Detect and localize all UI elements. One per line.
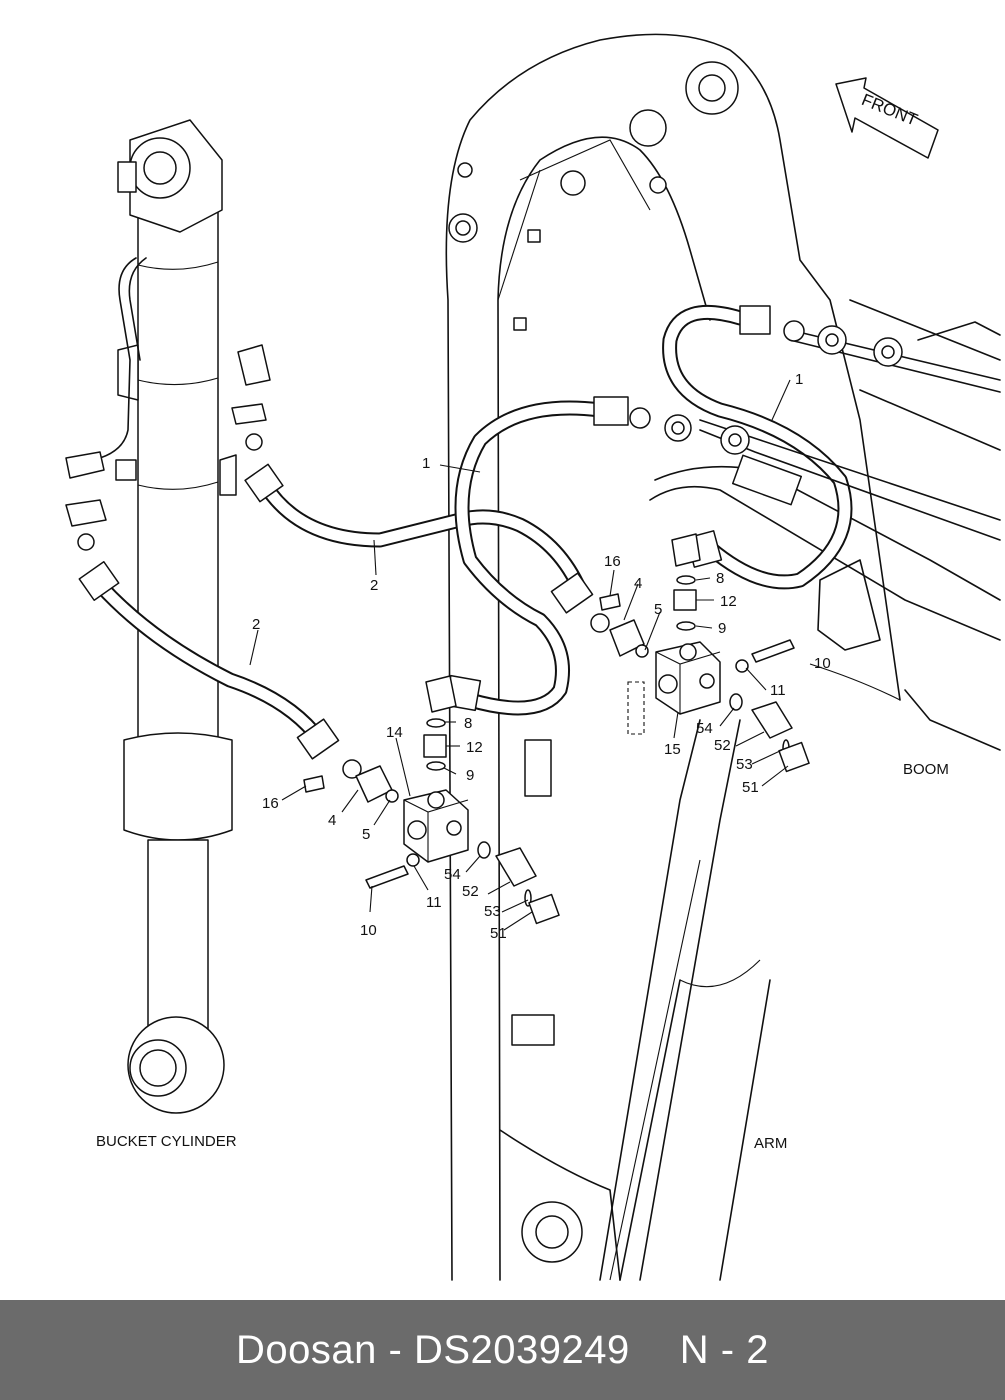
- valve-block-right: [590, 533, 810, 773]
- callout-12-right: 12: [720, 593, 737, 610]
- footer-bar: Doosan - DS2039249 N - 2: [0, 1300, 1005, 1400]
- callout-8-right: 8: [716, 570, 724, 587]
- callout-11-right: 11: [770, 682, 786, 699]
- leader-lines: [249, 379, 901, 931]
- callout-54-left: 54: [444, 866, 461, 883]
- callout-4-right: 4: [634, 575, 642, 592]
- callout-9-left: 9: [466, 767, 474, 784]
- callout-8-left: 8: [464, 715, 472, 732]
- callout-5-left: 5: [362, 826, 370, 843]
- callout-52-left: 52: [462, 883, 479, 900]
- arm-structure: [445, 33, 901, 1281]
- bucket-cylinder-label: BUCKET CYLINDER: [96, 1133, 237, 1150]
- callout-1-right: 1: [795, 371, 803, 388]
- callout-4-left: 4: [328, 812, 336, 829]
- callout-53-left: 53: [484, 903, 501, 920]
- arm-label: ARM: [754, 1135, 787, 1152]
- callout-16-right: 16: [604, 553, 621, 570]
- callout-12-left: 12: [466, 739, 483, 756]
- callout-14: 14: [386, 724, 403, 741]
- footer-part-number: DS2039249: [413, 1327, 630, 1372]
- front-arrow: FRONT: [835, 77, 939, 159]
- hose-lines: [78, 304, 1001, 760]
- callout-5-right: 5: [654, 601, 662, 618]
- callout-numbers: 1 1 2 2 4 4 5 5 8 8 9 9 10 10 11 11 12 1…: [252, 371, 831, 942]
- boom-structure: [649, 299, 1001, 751]
- callout-52-right: 52: [714, 737, 731, 754]
- callout-51-right: 51: [742, 779, 759, 796]
- callout-10-right: 10: [814, 655, 831, 672]
- bucket-cylinder: [65, 119, 271, 1114]
- callout-11-left: 11: [426, 894, 442, 911]
- callout-1-left: 1: [422, 455, 430, 472]
- callout-16-left: 16: [262, 795, 279, 812]
- footer-page: N - 2: [679, 1327, 769, 1372]
- callout-54-right: 54: [696, 720, 713, 737]
- callout-15: 15: [664, 741, 681, 758]
- hydraulic-piping-diagram: FRONT: [65, 33, 1001, 1281]
- callout-53-right: 53: [736, 756, 753, 773]
- valve-block-left: [303, 675, 560, 925]
- callout-10-left: 10: [360, 922, 377, 939]
- callout-9-right: 9: [718, 620, 726, 637]
- boom-label: BOOM: [903, 761, 949, 778]
- callout-51-left: 51: [490, 925, 507, 942]
- footer-separator: -: [388, 1327, 403, 1372]
- footer-brand: Doosan: [236, 1327, 377, 1372]
- callout-2-upper: 2: [370, 577, 378, 594]
- callout-2-lower: 2: [252, 616, 260, 633]
